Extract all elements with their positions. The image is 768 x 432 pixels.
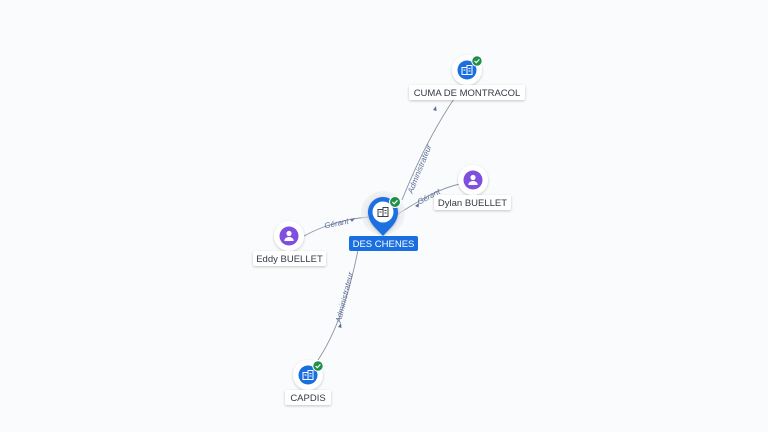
node-label-eddy: Eddy BUELLET [256, 254, 323, 265]
edge-arrow-dylan [415, 203, 419, 208]
node-label-dylan: Dylan BUELLET [438, 198, 507, 209]
building-icon [461, 65, 473, 75]
node-cuma[interactable]: CUMA DE MONTRACOL [409, 55, 525, 100]
check-badge-icon [471, 55, 483, 67]
node-dylan[interactable]: Dylan BUELLET [434, 165, 511, 210]
node-label-capdis: CAPDIS [290, 393, 325, 404]
building-icon [302, 370, 314, 380]
edge-label-des-chenes-capdis: Administrateur [334, 271, 356, 325]
node-label-cuma: CUMA DE MONTRACOL [414, 88, 521, 99]
edge-arrow-capdis [338, 323, 342, 328]
edge-arrow-cuma [433, 106, 437, 111]
building-icon [377, 207, 389, 217]
selected-label-badge [349, 236, 418, 251]
person-icon [468, 174, 478, 185]
person-icon [284, 230, 294, 241]
edge-label-des-chenes-cuma: Administrateur [405, 143, 433, 195]
check-badge-icon [312, 360, 324, 372]
node-capdis[interactable]: CAPDIS [285, 360, 331, 405]
edge-arrow-eddy [350, 218, 355, 222]
node-des-chenes[interactable]: DES CHENES [349, 191, 418, 251]
edge-des-chenes-capdis[interactable] [317, 249, 359, 361]
check-badge-icon [389, 196, 401, 208]
node-label-des-chenes: DES CHENES [353, 239, 415, 250]
edge-label-eddy-des-chenes: Gérant [324, 216, 351, 230]
node-eddy[interactable]: Eddy BUELLET [253, 221, 326, 266]
